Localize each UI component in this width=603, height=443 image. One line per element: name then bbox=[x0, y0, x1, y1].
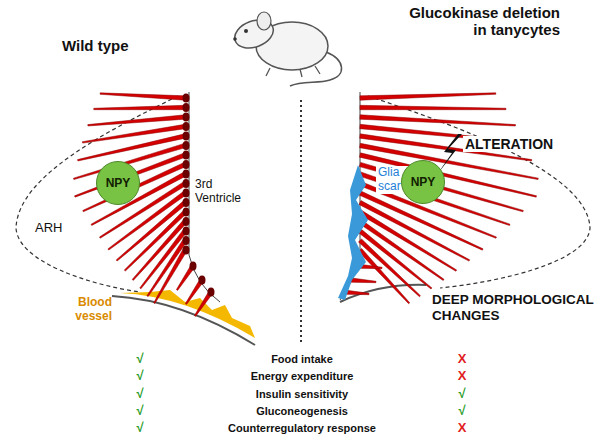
tanycyte-body bbox=[183, 151, 190, 160]
arh-outline bbox=[368, 96, 590, 288]
outcome-mark: √ bbox=[132, 387, 148, 402]
tanycyte-fiber bbox=[100, 93, 185, 100]
parameter-label: Energy expenditure bbox=[197, 370, 407, 383]
parameter-label: Counterregulatory response bbox=[197, 422, 407, 435]
tanycyte-body bbox=[183, 113, 190, 122]
parameter-label: Food intake bbox=[197, 353, 407, 366]
outcome-mark: √ bbox=[454, 404, 470, 419]
outcome-mark: X bbox=[454, 421, 470, 436]
tanycyte-body bbox=[183, 141, 190, 150]
tanycyte-body bbox=[183, 227, 190, 236]
mouse-drawing bbox=[231, 12, 342, 86]
panel-title: Wild type bbox=[62, 37, 172, 54]
tanycyte-body bbox=[183, 94, 190, 103]
tanycyte-fiber bbox=[360, 93, 496, 100]
region-label: ARH bbox=[35, 221, 75, 236]
tanycyte-body bbox=[199, 276, 206, 285]
tanycyte-body bbox=[183, 189, 190, 198]
region-label: 3rd Ventricle bbox=[195, 178, 255, 206]
neuron-circle: NPY bbox=[401, 160, 445, 204]
outcome-mark: √ bbox=[132, 352, 148, 367]
tanycyte-fiber bbox=[94, 105, 185, 109]
tanycyte-fiber bbox=[360, 115, 516, 126]
vessel-wall bbox=[112, 296, 255, 345]
glia-scar bbox=[338, 165, 368, 300]
parameter-label: Gluconeogenesis bbox=[197, 405, 407, 418]
outcome-mark: X bbox=[454, 369, 470, 384]
outcome-mark: √ bbox=[132, 404, 148, 419]
panel-title: Glucokinase deletion in tanycytes bbox=[405, 4, 560, 39]
tanycyte-body bbox=[183, 160, 190, 169]
tanycyte-body bbox=[183, 208, 190, 217]
vessel-label: Blood vessel bbox=[58, 296, 112, 324]
outcome-mark: √ bbox=[454, 387, 470, 402]
tanycyte-fiber bbox=[358, 249, 409, 304]
tanycyte-body bbox=[183, 246, 190, 255]
outcome-mark: √ bbox=[132, 421, 148, 436]
blood-vessel bbox=[120, 290, 255, 338]
tanycyte-body bbox=[183, 103, 190, 112]
tanycyte-body bbox=[183, 198, 190, 207]
vessel-wall bbox=[340, 285, 426, 302]
node-label: NPY bbox=[106, 176, 131, 190]
tanycyte-fiber bbox=[154, 249, 187, 304]
tanycyte-fiber bbox=[88, 115, 185, 126]
tanycyte-fiber bbox=[147, 239, 187, 296]
tanycyte-body bbox=[190, 262, 197, 271]
tanycyte-body bbox=[183, 122, 190, 131]
tanycyte-fiber bbox=[350, 278, 376, 283]
outcome-mark: √ bbox=[132, 369, 148, 384]
divider-line bbox=[300, 100, 302, 345]
tanycyte-body bbox=[183, 170, 190, 179]
tanycytes bbox=[73, 93, 538, 317]
node-label: NPY bbox=[411, 175, 436, 189]
tanycyte-fiber bbox=[78, 134, 186, 161]
tanycyte-body bbox=[183, 132, 190, 141]
tanycyte-body bbox=[183, 217, 190, 226]
tanycyte-body bbox=[183, 179, 190, 188]
tanycyte-fiber bbox=[360, 105, 506, 109]
neuron-circle: NPY bbox=[96, 161, 140, 205]
callout-label: ALTERATION bbox=[463, 136, 577, 152]
outcome-mark: X bbox=[454, 352, 470, 367]
tanycyte-body bbox=[208, 288, 215, 297]
parameter-label: Insulin sensitivity bbox=[197, 388, 407, 401]
tanycyte-body bbox=[183, 236, 190, 245]
callout-label: DEEP MORPHOLOGICAL CHANGES bbox=[430, 292, 602, 323]
